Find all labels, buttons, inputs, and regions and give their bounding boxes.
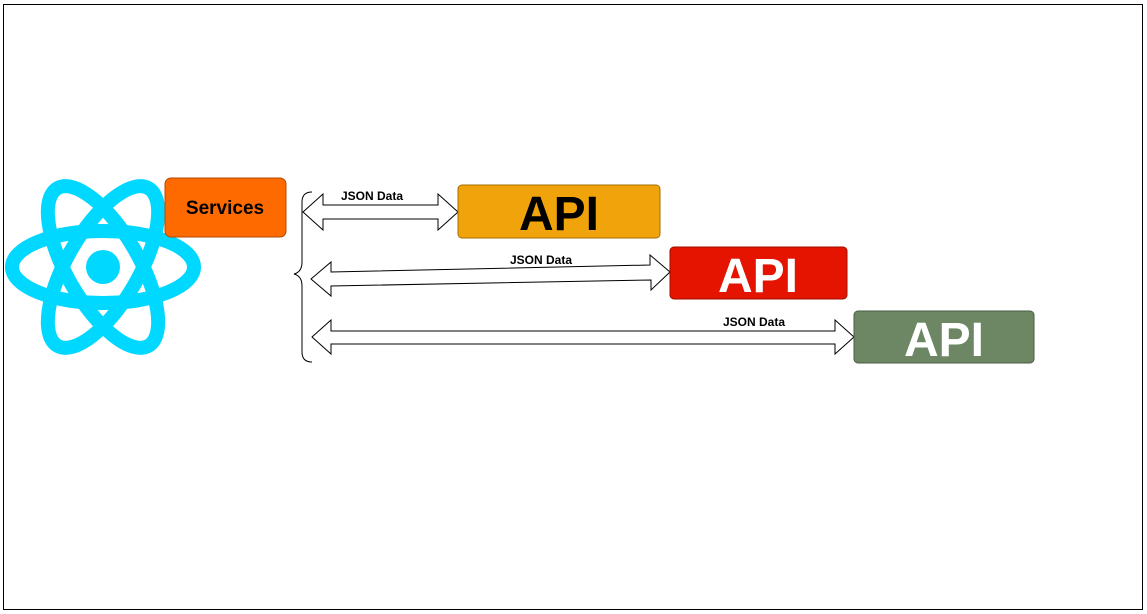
json-data-label-3: JSON Data (723, 315, 785, 329)
api-label-3: API (904, 314, 984, 367)
json-data-label-1: JSON Data (341, 189, 403, 203)
api-label-2: API (718, 250, 798, 303)
api-box-2: API (669, 246, 848, 303)
react-atom-icon (5, 179, 201, 355)
api-label-1: API (519, 188, 599, 241)
json-data-label-2: JSON Data (510, 253, 572, 267)
services-box: Services (164, 177, 287, 238)
api-box-3: API (853, 310, 1035, 367)
services-label: Services (186, 198, 264, 219)
api-box-1: API (457, 184, 661, 241)
diagram-frame (3, 4, 1143, 610)
grouping-brace (293, 191, 313, 363)
